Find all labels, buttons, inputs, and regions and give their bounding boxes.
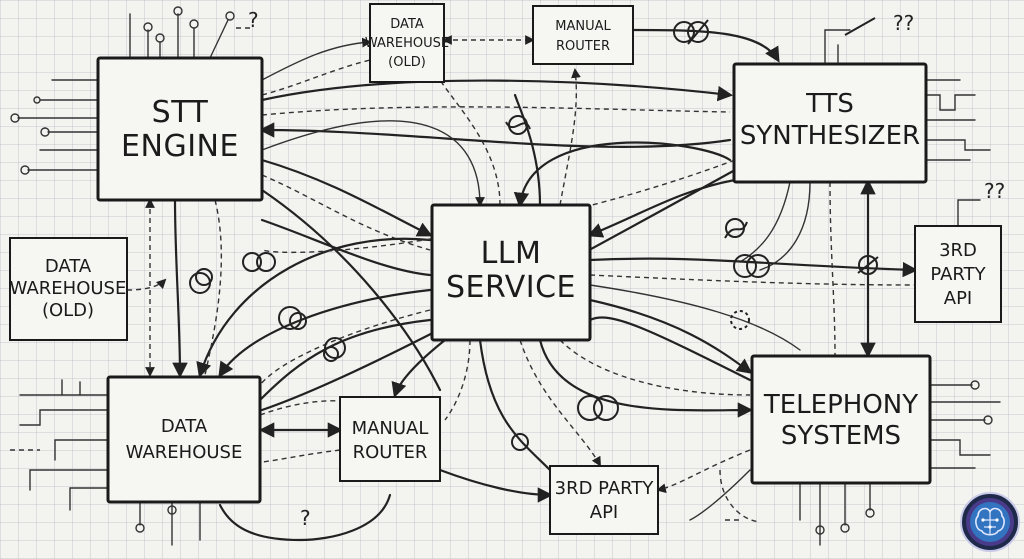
node-telephony-systems[interactable]: TELEPHONY SYSTEMS [750,354,932,485]
node-dw-old-top-line3: (OLD) [388,55,426,70]
node-tts-line2: SYNTHESIZER [740,121,920,151]
node-dw-old-top-line2: WAREHOUSE [365,36,449,51]
node-data-warehouse[interactable]: DATA WAREHOUSE [106,375,262,504]
node-stt-engine[interactable]: STT ENGINE [96,56,264,202]
node-api-bottom-line1: 3RD PARTY [555,478,655,499]
node-dw-old-left-line1: DATA [45,256,92,277]
node-router-top-line1: MANUAL [555,19,611,34]
node-router-bottom-line2: ROUTER [353,442,428,463]
question-mark: ? [248,8,259,32]
node-api-right-line3: API [944,288,972,309]
node-api-right-line1: 3RD [939,240,977,261]
node-dw-old-top-line1: DATA [390,17,424,32]
node-llm-line2: SERVICE [446,270,576,305]
node-api-right-line2: PARTY [930,264,986,285]
pin-wires [10,6,1001,546]
node-router-bottom-line1: MANUAL [352,418,429,439]
node-data-warehouse-old-top[interactable]: DATA WAREHOUSE (OLD) [365,3,449,83]
node-telephony-line1: TELEPHONY [763,390,918,420]
node-dw-old-left-line2: WAREHOUSE [10,278,127,299]
node-llm-line1: LLM [481,236,542,271]
node-api-bottom-line2: API [590,502,618,523]
node-llm-service[interactable]: LLM SERVICE [430,203,592,342]
node-dw-line1: DATA [161,416,208,437]
node-data-warehouse-old-left[interactable]: DATA WAREHOUSE (OLD) [9,237,128,341]
node-manual-router-bottom[interactable]: MANUAL ROUTER [339,396,441,482]
node-manual-router-top[interactable]: MANUAL ROUTER [532,5,634,65]
node-dw-line2: WAREHOUSE [126,442,243,463]
node-telephony-line2: SYSTEMS [781,421,901,451]
tangled-knots [189,17,879,451]
question-mark: ? [300,506,311,530]
node-router-top-line2: ROUTER [556,39,610,54]
node-tts-line1: TTS [805,89,854,119]
brain-logo [960,492,1020,552]
question-marks: ? ?? ?? ? [248,8,1005,530]
connection-lines [126,28,919,542]
node-dw-old-left-line3: (OLD) [42,300,94,321]
question-mark: ?? [893,11,914,35]
node-3rd-party-api-right[interactable]: 3RD PARTY API [914,225,1002,323]
node-stt-engine-line2: ENGINE [121,129,239,164]
node-stt-engine-line1: STT [152,95,209,130]
node-tts-synthesizer[interactable]: TTS SYNTHESIZER [732,62,928,184]
question-mark: ?? [984,179,1005,203]
node-3rd-party-api-bottom[interactable]: 3RD PARTY API [549,465,659,535]
